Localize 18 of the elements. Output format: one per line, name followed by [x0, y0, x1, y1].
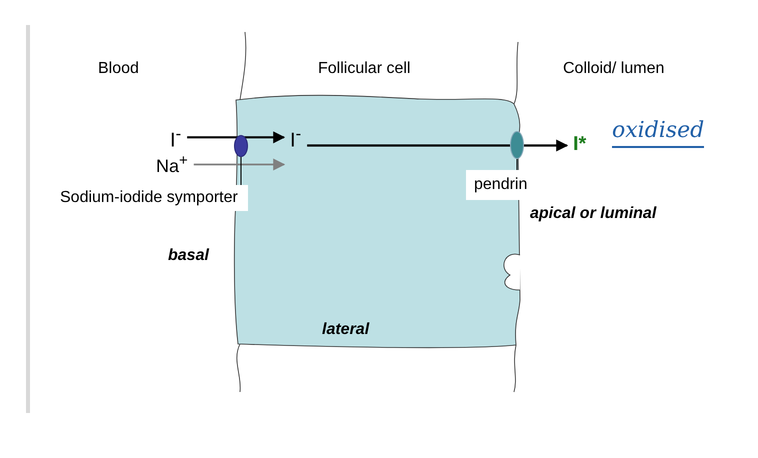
surface-label: apical or luminal [530, 205, 656, 223]
region-label: Colloid/ lumen [563, 60, 664, 78]
ion-label: Na$^{+}$ [156, 152, 188, 177]
handwritten-note: oxidised [612, 118, 704, 148]
surface-label: lateral [322, 321, 370, 339]
arrow [187, 131, 286, 144]
ion-label: I* [573, 133, 586, 156]
symporter-oval [234, 135, 248, 157]
arrow [194, 158, 286, 170]
surface-label: basal [168, 247, 209, 265]
pendrin-oval [510, 131, 524, 159]
leader-line [516, 158, 518, 170]
ion-label: I$^{-}$ [290, 124, 302, 153]
ion-label: I$^{-}$ [170, 124, 182, 153]
region-label: Blood [98, 60, 139, 78]
region-label: Follicular cell [318, 60, 410, 78]
leader-line [240, 156, 242, 186]
arrow [307, 140, 568, 152]
